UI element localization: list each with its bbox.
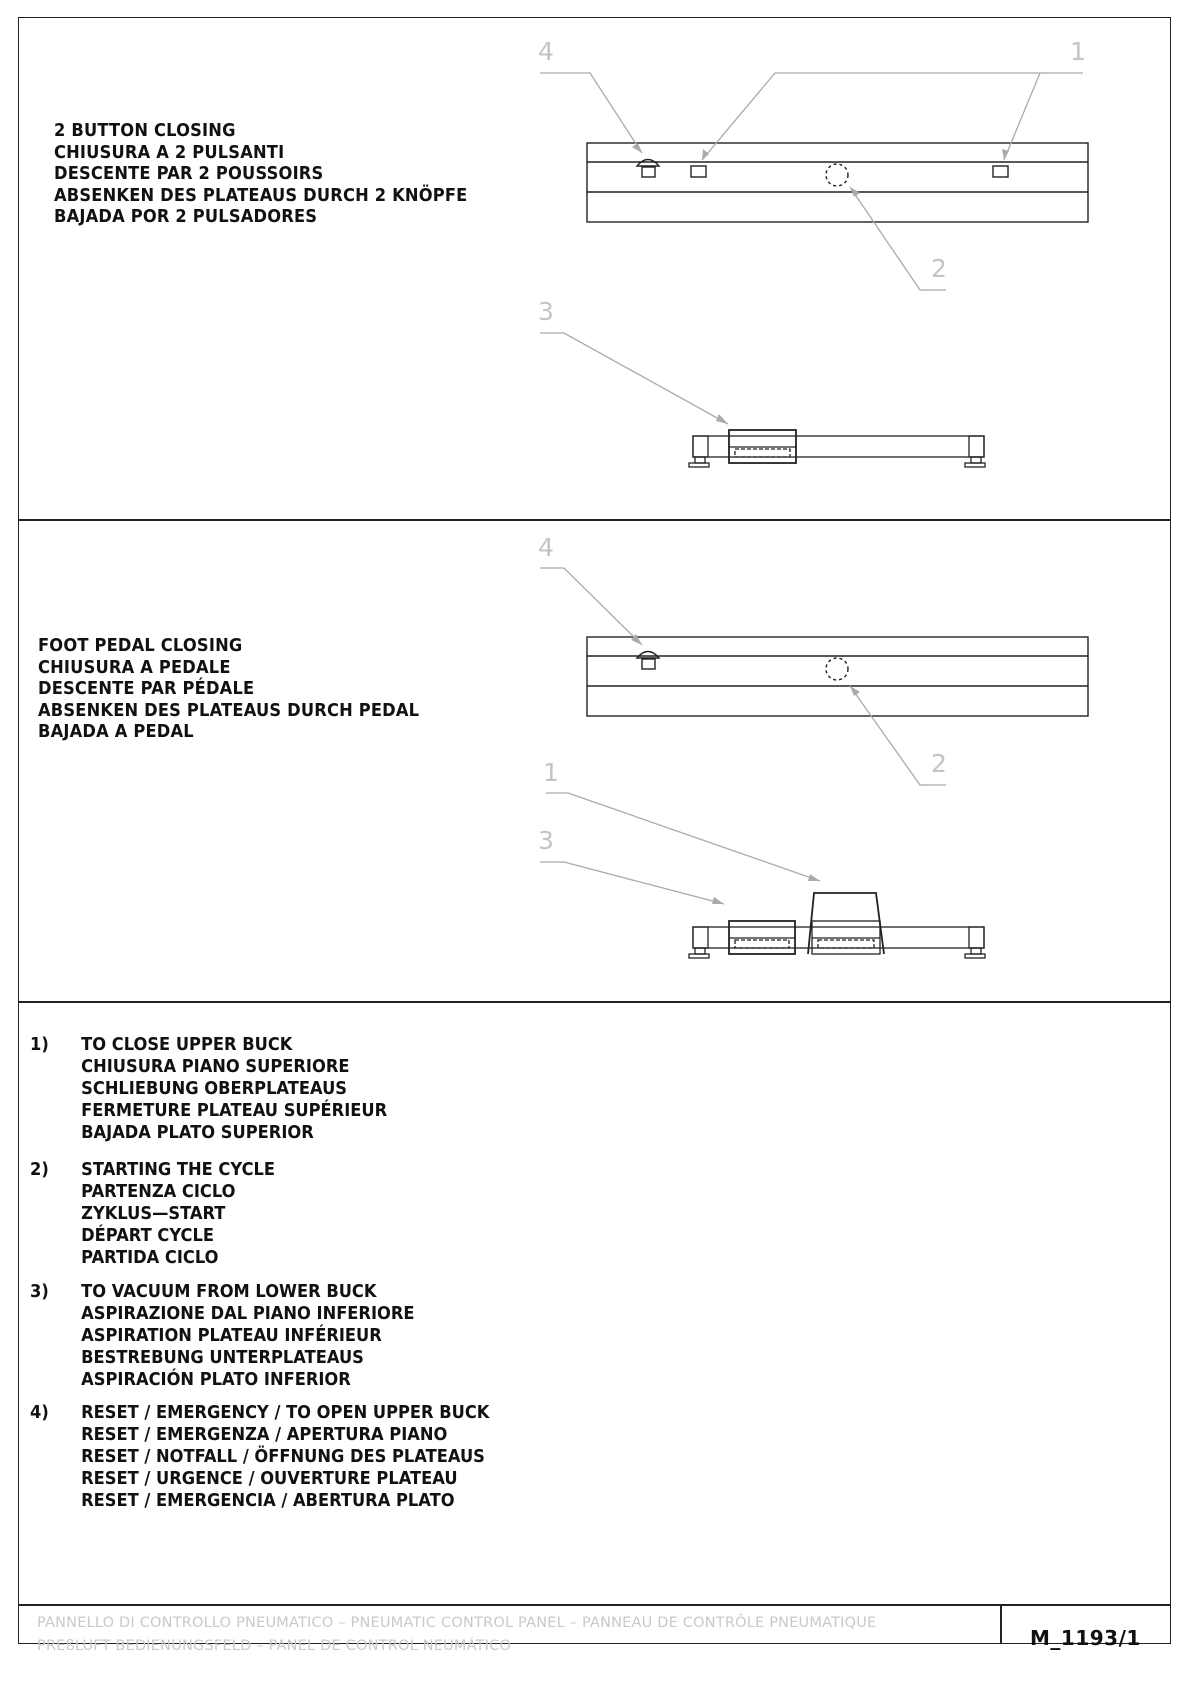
- legend-line: SCHLIEBUNG OBERPLATEAUS: [81, 1079, 348, 1099]
- callout-1: 1: [1070, 37, 1086, 66]
- legend-line: FERMETURE PLATEAU SUPÉRIEUR: [81, 1101, 388, 1121]
- callout-2: 2: [931, 254, 947, 283]
- two-button-leader-arrows: [632, 143, 1009, 424]
- text-line: BAJADA POR 2 PULSADORES: [54, 207, 318, 227]
- foot-pedal-closing-text: FOOT PEDAL CLOSING CHIUSURA A PEDALE DES…: [38, 636, 419, 744]
- title-block-separator: [1000, 1604, 1002, 1644]
- footer-line-2: PREßLUFT BEDIENUNGSFELD – PANEL DE CONTR…: [37, 1638, 512, 1654]
- drawing-code: M_1193/1: [1030, 1626, 1141, 1650]
- two-button-panel-top-view: [586, 142, 1089, 223]
- legend-line: RESET / EMERGENCY / TO OPEN UPPER BUCK: [81, 1403, 490, 1423]
- section-divider-1: [18, 519, 1171, 521]
- callout-2: 2: [931, 749, 947, 778]
- legend-line: CHIUSURA PIANO SUPERIORE: [81, 1057, 350, 1077]
- legend-number: 2): [30, 1160, 49, 1180]
- text-line: DESCENTE PAR 2 POUSSOIRS: [54, 164, 324, 184]
- legend-line: BESTREBUNG UNTERPLATEAUS: [81, 1348, 364, 1368]
- legend-line: DÉPART CYCLE: [81, 1226, 214, 1246]
- legend-line: ASPIRACIÓN PLATO INFERIOR: [81, 1370, 351, 1390]
- legend-line: TO CLOSE UPPER BUCK: [81, 1035, 293, 1055]
- legend-line: RESET / EMERGENCIA / ABERTURA PLATO: [81, 1491, 455, 1511]
- text-line: ABSENKEN DES PLATEAUS DURCH PEDAL: [38, 700, 420, 721]
- text-line: CHIUSURA A PEDALE: [38, 657, 231, 678]
- text-line: DESCENTE PAR PÉDALE: [38, 679, 255, 699]
- legend-number: 4): [30, 1403, 49, 1423]
- start-button-right: [992, 165, 1009, 178]
- callout-1: 1: [543, 758, 559, 787]
- legend-line: RESET / URGENCE / OUVERTURE PLATEAU: [81, 1469, 458, 1489]
- foot-pedal-leader-lines: [540, 567, 946, 905]
- callout-4: 4: [538, 533, 554, 562]
- text-line: BAJADA A PEDAL: [38, 722, 194, 742]
- callout-3: 3: [538, 297, 554, 326]
- text-line: 2 BUTTON CLOSING: [54, 121, 236, 141]
- foot-pedal-leader-arrows: [631, 634, 860, 904]
- legend-line: ASPIRAZIONE DAL PIANO INFERIORE: [81, 1304, 415, 1324]
- cycle-start-circle: [825, 163, 849, 187]
- text-line: ABSENKEN DES PLATEAUS DURCH 2 KNÖPFE: [54, 185, 468, 206]
- footer-line-1: PANNELLO DI CONTROLLO PNEUMATICO – PNEUM…: [37, 1615, 877, 1631]
- legend-line: TO VACUUM FROM LOWER BUCK: [81, 1282, 377, 1302]
- foot-pedal-panel-top-view: [586, 636, 1089, 717]
- callout-4: 4: [538, 37, 554, 66]
- legend-line: PARTIDA CICLO: [81, 1248, 219, 1268]
- foot-pedal-callouts: 4 2 1 3: [538, 533, 947, 855]
- two-button-leader-lines: [540, 72, 1083, 425]
- text-line: FOOT PEDAL CLOSING: [38, 636, 243, 656]
- start-button-left: [690, 165, 707, 178]
- two-button-closing-text: 2 BUTTON CLOSING CHIUSURA A 2 PULSANTI D…: [54, 121, 467, 229]
- legend-number: 1): [30, 1035, 49, 1055]
- drawing-frame: [18, 17, 1171, 1644]
- title-block-description: PANNELLO DI CONTROLLO PNEUMATICO – PNEUM…: [37, 1612, 876, 1658]
- reset-button: [635, 158, 661, 178]
- legend-line: BAJADA PLATO SUPERIOR: [81, 1123, 314, 1143]
- legend-line: PARTENZA CICLO: [81, 1182, 236, 1202]
- legend-number: 3): [30, 1282, 49, 1302]
- cycle-start-circle: [825, 657, 849, 681]
- legend-line: ZYKLUS—START: [81, 1204, 226, 1224]
- legend-line: STARTING THE CYCLE: [81, 1160, 275, 1180]
- two-button-callouts: 4 1 2 3: [538, 37, 1086, 326]
- reset-button: [635, 650, 661, 670]
- section-divider-2: [18, 1001, 1171, 1003]
- legend-line: ASPIRATION PLATEAU INFÉRIEUR: [81, 1326, 382, 1346]
- text-line: CHIUSURA A 2 PULSANTI: [54, 142, 285, 163]
- legend-line: RESET / NOTFALL / ÖFFNUNG DES PLATEAUS: [81, 1447, 485, 1467]
- callout-3: 3: [538, 826, 554, 855]
- title-block-divider: [18, 1604, 1171, 1606]
- two-button-machine-side-view: [688, 429, 986, 468]
- legend-line: RESET / EMERGENZA / APERTURA PIANO: [81, 1425, 448, 1445]
- foot-pedal-machine-side-view: [688, 892, 986, 959]
